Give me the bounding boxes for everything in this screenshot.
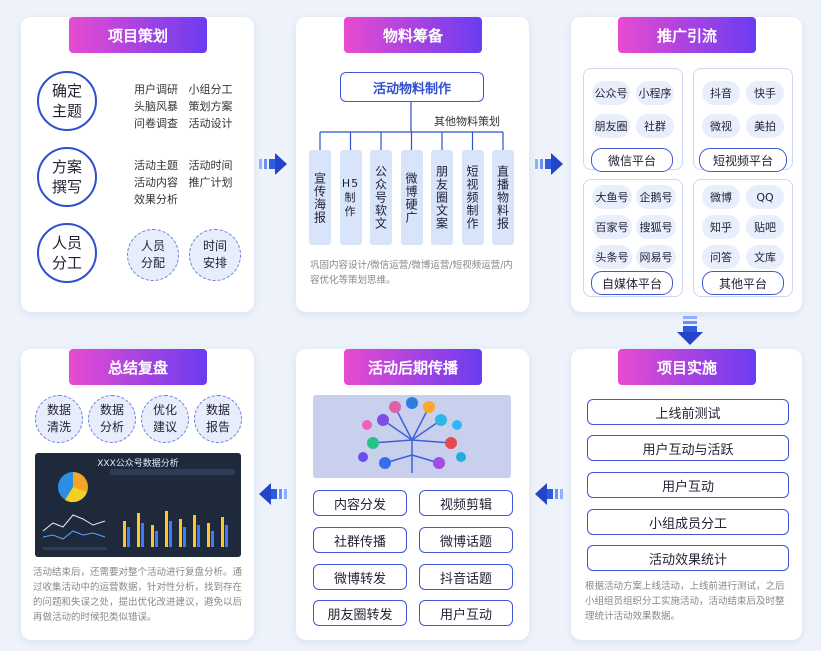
chip: 抖音 — [702, 81, 740, 105]
chip: 头条号 — [592, 245, 632, 269]
circle-proposal: 方案撰写 — [37, 147, 97, 207]
header-spread: 活动后期传播 — [344, 349, 482, 385]
chip: 小程序 — [636, 81, 674, 105]
chip: 网易号 — [636, 245, 676, 269]
badge-media: 自媒体平台 — [591, 271, 673, 295]
card-impl: 项目实施 上线前测试 用户互动与活跃 用户互动 小组成员分工 活动效果统计 根据… — [571, 349, 802, 640]
other-material-label: 其他物料策划 — [434, 115, 500, 128]
material-note: 巩固内容设计/微信运营/微博运营/短视频运营/内容优化等策划思维。 — [310, 260, 513, 286]
chip: 搜狐号 — [636, 215, 676, 239]
arrow-left-icon — [535, 483, 563, 505]
impl-step: 用户互动 — [587, 472, 789, 498]
card-material: 物料筹备 活动物料制作 其他物料策划 宣传海报 H5制作 公众号软文 微博硬广 … — [296, 17, 529, 312]
arrow-left-icon — [259, 483, 287, 505]
badge-wechat: 微信平台 — [591, 148, 673, 172]
chip: 微视 — [702, 114, 740, 138]
spread-item: 抖音话题 — [419, 564, 513, 590]
dashboard-image: XXX公众号数据分析 — [35, 453, 241, 557]
network-icon — [358, 397, 466, 473]
dashboard-title: XXX公众号数据分析 — [97, 459, 179, 469]
material-item: 朋友圈文案 — [431, 150, 453, 245]
spread-item: 视频剪辑 — [419, 490, 513, 516]
network-illustration — [313, 395, 511, 478]
badge-video: 短视频平台 — [699, 148, 787, 172]
header-plan: 项目策划 — [69, 17, 207, 53]
impl-note: 根据活动方案上线活动，上线前进行测试，之后小组组员组织分工实施活动，活动结束后及… — [585, 581, 785, 622]
spread-item: 微博话题 — [419, 527, 513, 553]
chip: 朋友圈 — [592, 114, 630, 138]
arrow-right-icon — [259, 153, 287, 175]
circle-topic: 确定主题 — [37, 71, 97, 131]
card-review: 总结复盘 数据清洗 数据分析 优化建议 数据报告 XXX公众号数据分析 — [21, 349, 254, 640]
material-item: 直播物料报 — [492, 150, 514, 245]
impl-step: 活动效果统计 — [587, 545, 789, 571]
group-other: 微博 QQ 知乎 贴吧 问答 文库 — [693, 179, 793, 297]
circle-staffing: 人员分工 — [37, 223, 97, 283]
material-item: 短视频制作 — [461, 150, 484, 245]
arrow-down-icon — [677, 316, 703, 345]
chip: 问答 — [702, 245, 740, 269]
arrow-right-icon — [535, 153, 563, 175]
impl-step: 小组成员分工 — [587, 509, 789, 535]
spread-item: 用户互动 — [419, 600, 513, 626]
chip: 美拍 — [746, 114, 784, 138]
circle-personnel: 人员分配 — [127, 229, 179, 281]
topic-items: 用户调研 小组分工 头脑风暴 策划方案 问卷调查 活动设计 — [134, 83, 233, 130]
material-item: H5制作 — [339, 150, 362, 245]
chip: 知乎 — [702, 215, 740, 239]
header-material: 物料筹备 — [344, 17, 482, 53]
chip: 微博 — [702, 185, 740, 209]
spread-item: 内容分发 — [313, 490, 407, 516]
circle-report: 数据报告 — [194, 395, 242, 443]
tree-lines — [319, 102, 504, 150]
header-promo: 推广引流 — [618, 17, 756, 53]
material-item: 微博硬广 — [400, 150, 423, 245]
chip: 百家号 — [592, 215, 632, 239]
chip: 快手 — [746, 81, 784, 105]
card-promo: 推广引流 公众号 小程序 朋友圈 社群 微信平台 抖音 快手 微视 美拍 短视频… — [571, 17, 802, 312]
card-plan: 项目策划 确定主题 方案撰写 人员分工 用户调研 小组分工 头脑风暴 策划方案 … — [21, 17, 254, 312]
group-media: 大鱼号 企鹅号 百家号 搜狐号 头条号 网易号 — [583, 179, 683, 297]
impl-step: 用户互动与活跃 — [587, 435, 789, 461]
review-note: 活动结束后，还需要对整个活动进行复盘分析。通过收集活动中的运营数据，针对性分析，… — [33, 567, 243, 623]
material-item: 宣传海报 — [309, 150, 331, 245]
circle-data-clean: 数据清洗 — [35, 395, 83, 443]
chip: QQ — [746, 185, 784, 209]
chip: 企鹅号 — [636, 185, 676, 209]
circle-optimize: 优化建议 — [141, 395, 189, 443]
material-root: 活动物料制作 — [340, 72, 484, 102]
spread-item: 社群传播 — [313, 527, 407, 553]
circle-data-analysis: 数据分析 — [88, 395, 136, 443]
spread-item: 微博转发 — [313, 564, 407, 590]
dashboard-chart-icon — [42, 469, 235, 550]
chip: 社群 — [636, 114, 674, 138]
material-item: 公众号软文 — [370, 150, 392, 245]
circle-schedule: 时间安排 — [189, 229, 241, 281]
card-spread: 活动后期传播 内容分发 视频剪辑 社群传播 微博话题 微博转发 抖音话题 朋友圈… — [296, 349, 529, 640]
header-review: 总结复盘 — [69, 349, 207, 385]
impl-step: 上线前测试 — [587, 399, 789, 425]
spread-item: 朋友圈转发 — [313, 600, 407, 626]
chip: 文库 — [746, 245, 784, 269]
chip: 公众号 — [592, 81, 630, 105]
proposal-items: 活动主题 活动时间 活动内容 推广计划 效果分析 — [134, 159, 233, 206]
chip: 大鱼号 — [592, 185, 632, 209]
badge-other: 其他平台 — [702, 271, 784, 295]
header-impl: 项目实施 — [618, 349, 756, 385]
chip: 贴吧 — [746, 215, 784, 239]
